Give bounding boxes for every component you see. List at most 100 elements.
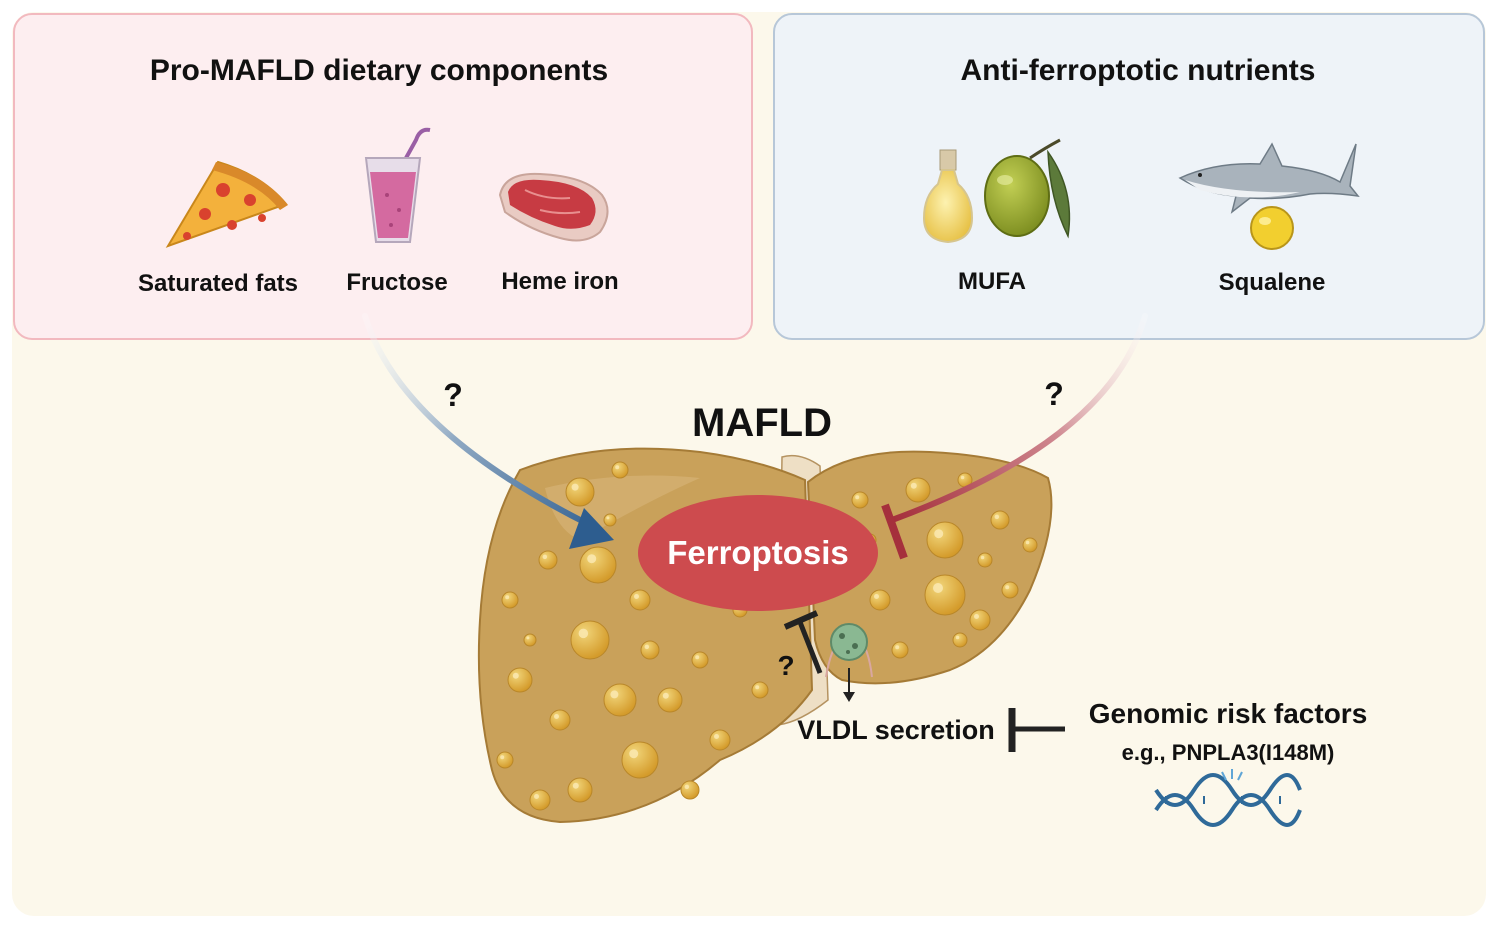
fat-droplet-highlight	[895, 645, 900, 650]
fat-droplets	[496, 461, 1038, 811]
fat-droplet-highlight	[933, 583, 943, 593]
fat-droplet-highlight	[1005, 585, 1010, 590]
vldl-inhibition-line	[797, 621, 823, 674]
dna-helix-icon	[1154, 769, 1302, 827]
question-mark-left: ?	[443, 377, 463, 413]
fat-droplet-highlight	[542, 554, 548, 560]
pro-mafld-arrowhead	[569, 508, 614, 549]
olive-oil-icon	[922, 138, 1071, 244]
anti-ferroptotic-inhibition-line	[889, 313, 1148, 523]
ferroptosis-ellipse	[638, 495, 878, 611]
vldl-secretion-label: VLDL secretion	[797, 715, 995, 745]
squalene-drop-icon	[1250, 206, 1294, 250]
smoothie-glass-icon	[364, 127, 431, 243]
fat-droplet	[952, 632, 968, 648]
fat-droplet-highlight	[578, 628, 589, 639]
fat-droplet	[507, 667, 533, 693]
mafld-title: MAFLD	[692, 401, 832, 445]
fat-droplet-highlight	[610, 690, 619, 699]
left-item-label-fructose: Fructose	[346, 269, 447, 296]
fat-droplet-highlight	[615, 465, 620, 470]
fat-droplet-highlight	[500, 755, 505, 760]
fat-droplet-highlight	[910, 482, 917, 489]
question-mark-vldl: ?	[777, 650, 794, 681]
fat-droplet	[629, 589, 651, 611]
fat-droplet	[496, 751, 514, 769]
fat-droplet	[657, 687, 683, 713]
fat-droplet	[611, 461, 629, 479]
right-item-label-squalene: Squalene	[1219, 269, 1326, 296]
fat-droplet-highlight	[505, 595, 510, 600]
ferroptosis-label: Ferroptosis	[667, 534, 849, 571]
fat-droplet-highlight	[644, 644, 650, 650]
fat-droplet	[603, 683, 637, 717]
red-meat-steak-icon	[498, 172, 609, 242]
fat-droplet-highlight	[534, 794, 539, 799]
fat-droplet	[969, 609, 991, 631]
fat-droplet	[579, 546, 617, 584]
fat-droplet	[924, 574, 966, 616]
left-item-label-heme-iron: Heme iron	[501, 268, 618, 295]
fat-droplet	[977, 552, 993, 568]
right-item-label-mufa: MUFA	[958, 268, 1026, 295]
fat-droplet-highlight	[662, 692, 669, 699]
pro-mafld-arrow	[362, 313, 593, 528]
fat-droplet	[905, 477, 931, 503]
vldl-inhibition-bar	[783, 610, 819, 630]
fat-droplet	[567, 777, 593, 803]
left-item-label-saturated-fats: Saturated fats	[138, 270, 298, 297]
fat-droplet-highlight	[606, 516, 610, 520]
fat-droplet	[691, 651, 709, 669]
fat-droplet	[570, 620, 610, 660]
anti-ferroptotic-inhibition-bar	[881, 503, 908, 560]
fat-droplet-highlight	[587, 554, 597, 564]
fat-droplet-highlight	[974, 614, 979, 619]
fat-droplet-highlight	[934, 529, 944, 539]
left-panel-title: Pro-MAFLD dietary components	[150, 54, 608, 87]
fat-droplet	[751, 681, 769, 699]
genomic-risk-title: Genomic risk factors	[1089, 698, 1368, 729]
fat-droplet	[640, 640, 660, 660]
fat-droplet	[501, 591, 519, 609]
lipoprotein-secretion-icon	[825, 623, 873, 702]
fat-droplet	[529, 789, 551, 811]
fat-droplet-highlight	[755, 685, 760, 690]
fat-droplet	[603, 513, 617, 527]
right-panel	[773, 13, 1485, 340]
fat-droplet-highlight	[695, 655, 700, 660]
fat-droplet-highlight	[980, 555, 985, 560]
fat-droplet-highlight	[955, 635, 960, 640]
genomic-risk-example: e.g., PNPLA3(I148M)	[1122, 740, 1335, 765]
fat-droplet-highlight	[960, 475, 965, 480]
fat-droplet	[1022, 537, 1038, 553]
fat-droplet	[538, 550, 558, 570]
shark-icon	[1178, 142, 1360, 214]
fat-droplet-highlight	[571, 483, 579, 491]
fat-droplet	[990, 510, 1010, 530]
fat-droplet	[926, 521, 964, 559]
fat-droplet-highlight	[512, 672, 519, 679]
fat-droplet-highlight	[554, 714, 559, 719]
pizza-slice-icon	[165, 160, 288, 248]
fat-droplet	[851, 491, 869, 509]
fat-droplet-highlight	[994, 514, 1000, 520]
fat-droplet	[1001, 581, 1019, 599]
fat-droplet	[523, 633, 537, 647]
fat-droplet-highlight	[572, 782, 579, 789]
fat-droplet-highlight	[1025, 540, 1030, 545]
fat-droplet-highlight	[714, 734, 719, 739]
fat-droplet	[709, 729, 731, 751]
fat-droplet-highlight	[684, 784, 690, 790]
fat-droplet	[621, 741, 659, 779]
question-mark-right: ?	[1044, 376, 1064, 412]
fat-droplet	[549, 709, 571, 731]
fat-droplet-highlight	[634, 594, 639, 599]
fat-droplet	[565, 477, 595, 507]
fat-droplet	[680, 780, 700, 800]
fat-droplet-highlight	[874, 594, 879, 599]
right-panel-title: Anti-ferroptotic nutrients	[961, 54, 1316, 87]
fat-droplet-highlight	[855, 495, 860, 500]
fat-droplet	[869, 589, 891, 611]
fat-droplet	[891, 641, 909, 659]
